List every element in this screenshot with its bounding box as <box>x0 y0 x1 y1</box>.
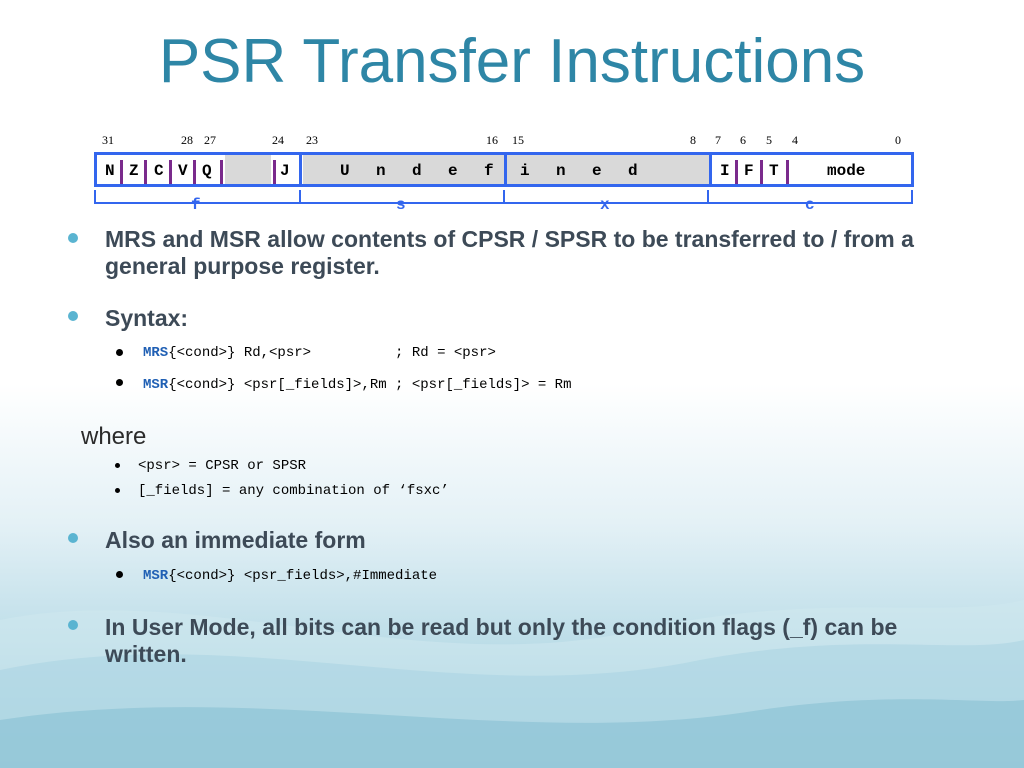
reserved-shade <box>225 155 271 184</box>
undefined-shade <box>303 155 711 184</box>
bullet-immediate: Also an immediate form <box>105 527 366 553</box>
bullet-dot <box>68 233 78 243</box>
sub-bullet-dot <box>116 379 123 386</box>
bit-tick <box>760 160 763 184</box>
syntax-msr-line: MSR{<cond>} <psr[_fields]>,Rm ; <psr[_fi… <box>143 377 571 393</box>
psr-register-diagram: 31 28 27 24 23 16 15 8 7 6 5 4 0 N Z C V… <box>0 0 1024 215</box>
bit-number: 24 <box>272 133 284 147</box>
bit-number: 16 <box>486 133 498 147</box>
field-label-x: x <box>600 196 610 214</box>
flag-j: J <box>280 162 290 180</box>
undefined-letter: d <box>628 162 638 180</box>
bit-tick <box>735 160 738 184</box>
undefined-letter: e <box>592 162 602 180</box>
bit-tick <box>169 160 172 184</box>
sub-bullet-dot <box>116 571 123 578</box>
bit-number: 7 <box>715 133 721 147</box>
field-bracket-edge <box>911 190 913 204</box>
sub-bullet-dot <box>116 349 123 356</box>
undefined-letter: f <box>484 162 494 180</box>
register-box: N Z C V Q J U n d e f i n e d I F T mode <box>94 152 914 187</box>
bit-f: F <box>744 162 754 180</box>
bit-number: 23 <box>306 133 318 147</box>
undefined-letter: i <box>520 162 530 180</box>
field-divider <box>709 155 712 184</box>
flag-v: V <box>178 162 188 180</box>
flag-z: Z <box>129 162 139 180</box>
bit-number: 31 <box>102 133 114 147</box>
bullet-mrs-msr: MRS and MSR allow contents of CPSR / SPS… <box>105 226 914 279</box>
bullet-user-mode: In User Mode, all bits can be read but o… <box>105 614 898 667</box>
bit-number: 28 <box>181 133 193 147</box>
keyword-mrs: MRS <box>143 345 169 361</box>
syntax-immediate-rest: {<cond>} <psr_fields>,#Immediate <box>168 568 438 584</box>
bit-i: I <box>720 162 730 180</box>
field-label-c: c <box>805 196 815 214</box>
sub-bullet-dot <box>115 488 120 493</box>
syntax-msr-rest: {<cond>} <psr[_fields]>,Rm ; <psr[_field… <box>168 377 572 393</box>
field-divider <box>299 155 302 184</box>
bit-number: 5 <box>766 133 772 147</box>
bullet-syntax: Syntax: <box>105 305 189 331</box>
bit-tick <box>193 160 196 184</box>
field-bracket-edge <box>503 190 505 204</box>
bit-tick <box>120 160 123 184</box>
bit-number: 27 <box>204 133 216 147</box>
field-bracket-edge <box>707 190 709 204</box>
slide-title: PSR Transfer Instructions <box>158 27 866 96</box>
field-label-f: f <box>191 196 201 214</box>
keyword-msr: MSR <box>143 568 169 584</box>
field-bracket-edge <box>94 190 96 204</box>
undefined-letter: U <box>340 162 350 180</box>
bit-number: 6 <box>740 133 746 147</box>
syntax-immediate-line: MSR{<cond>} <psr_fields>,#Immediate <box>143 568 437 584</box>
where-item-fields: [_fields] = any combination of ‘fsxc’ <box>138 483 449 499</box>
bullet-dot <box>68 311 78 321</box>
field-bracket-x <box>503 188 708 204</box>
undefined-letter: e <box>448 162 458 180</box>
syntax-mrs-rest: {<cond>} Rd,<psr> ; Rd = <psr> <box>168 345 496 361</box>
field-bracket-f <box>94 188 300 204</box>
field-divider <box>504 155 507 184</box>
field-bracket-s <box>299 188 504 204</box>
sub-bullet-dot <box>115 463 120 468</box>
keyword-msr: MSR <box>143 377 169 393</box>
bit-tick <box>273 160 276 184</box>
field-bracket-edge <box>299 190 301 204</box>
flag-n: N <box>105 162 115 180</box>
bit-number: 4 <box>792 133 798 147</box>
field-label-s: s <box>396 196 406 214</box>
where-label: where <box>81 423 147 450</box>
bit-t: T <box>769 162 779 180</box>
bullet-dot <box>68 620 78 630</box>
bit-tick <box>144 160 147 184</box>
flag-c: C <box>154 162 164 180</box>
bit-number: 0 <box>895 133 901 147</box>
bit-tick <box>786 160 789 184</box>
background-wave <box>0 600 1024 768</box>
field-bracket-c <box>707 188 913 204</box>
undefined-letter: n <box>556 162 566 180</box>
undefined-letter: n <box>376 162 386 180</box>
bit-number: 15 <box>512 133 524 147</box>
flag-q: Q <box>202 162 212 180</box>
bullet-dot <box>68 533 78 543</box>
where-item-psr: <psr> = CPSR or SPSR <box>138 458 307 474</box>
mode-label: mode <box>827 162 866 180</box>
bit-number: 8 <box>690 133 696 147</box>
syntax-mrs-line: MRS{<cond>} Rd,<psr> ; Rd = <psr> <box>143 345 496 361</box>
bit-tick <box>220 160 223 184</box>
undefined-letter: d <box>412 162 422 180</box>
